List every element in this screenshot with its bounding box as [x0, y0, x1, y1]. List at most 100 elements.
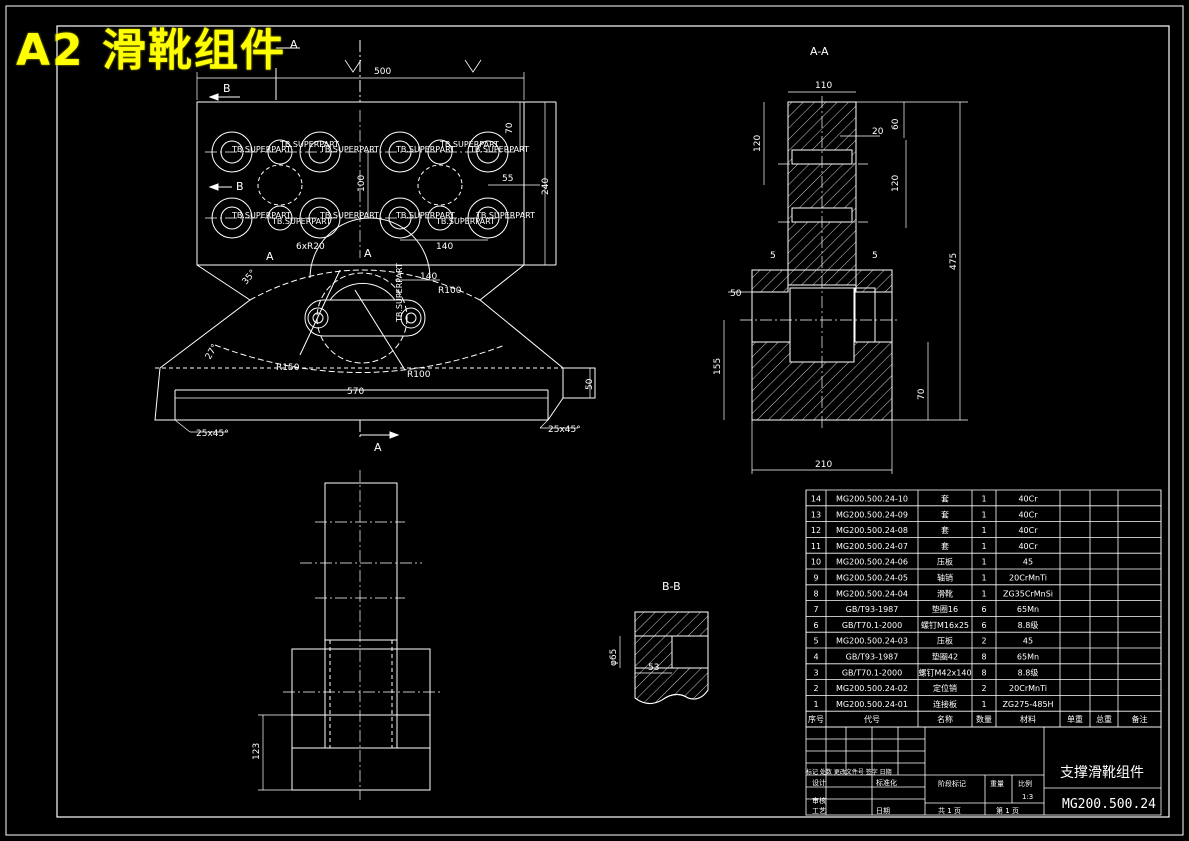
title-block-text: 支撑滑靴组件 MG200.500.24 标记 处数 更改文件号 签字 日期 设计… — [806, 764, 1156, 815]
bom-cell-no: 4 — [813, 653, 818, 662]
section-bb-view — [619, 611, 709, 704]
bom-cell-mat: 65Mn — [1017, 605, 1039, 614]
bom-cell-qty: 2 — [981, 637, 986, 646]
bom-cell-name: 螺钉M16x25 — [921, 620, 969, 630]
bom-cell-mat: 45 — [1023, 558, 1033, 567]
bom-cell-name: 压板 — [937, 557, 953, 567]
bom-cell-code: GB/T70.1-2000 — [842, 668, 902, 677]
dim-aa-475: 475 — [949, 253, 959, 270]
section-aa-dims: A-A 110 20 60 120 120 475 5 5 50 155 70 … — [713, 45, 959, 470]
bom-cell-qty: 8 — [981, 653, 986, 662]
label-a-top: A — [290, 38, 298, 51]
bom-cell-code: MG200.500.24-02 — [836, 684, 908, 693]
bom-cell-name: 滑靴 — [937, 588, 953, 598]
bom-cell-name: 定位销 — [933, 683, 957, 693]
watermark-11: TB.SUPERPART — [435, 217, 495, 226]
bom-cell-mat: 20CrMnTi — [1009, 574, 1047, 583]
bom-cell-name: 套 — [941, 525, 949, 535]
bom-cell-no: 6 — [813, 621, 818, 630]
bom-cell-no: 13 — [811, 510, 821, 519]
dim-aa-120b: 120 — [891, 175, 901, 192]
bom-cell-mat: 8.8级 — [1018, 620, 1039, 630]
bom-cell-qty: 1 — [981, 495, 986, 504]
bom-cell-qty: 6 — [981, 605, 986, 614]
dim-chamfer-left: 25x45° — [196, 429, 229, 439]
watermark-2: TB.SUPERPART — [279, 140, 339, 149]
bom-cell-qty: 1 — [981, 589, 986, 598]
dim-R150: R150 — [276, 363, 300, 373]
dim-aa-60: 60 — [891, 118, 901, 130]
bom-cell-no: 3 — [813, 668, 818, 677]
bom-cell-name: 垫圈16 — [932, 604, 958, 614]
dim-55: 55 — [502, 174, 513, 184]
bom-cell-no: 12 — [811, 526, 821, 535]
dim-aa-5a: 5 — [770, 251, 776, 261]
bom-cell-name: 连接板 — [933, 699, 957, 709]
bom-cell-code: MG200.500.24-10 — [836, 495, 908, 504]
section-aa-view — [723, 91, 968, 474]
watermark-12: TB.SUPERPART — [475, 211, 535, 220]
bom-cell-qty: 6 — [981, 621, 986, 630]
bom-cell-no: 11 — [811, 542, 821, 551]
bom-cell-code: MG200.500.24-01 — [836, 700, 908, 709]
watermark-10: TB.SUPERPART — [395, 211, 455, 220]
dim-100: 100 — [357, 175, 367, 192]
weight-label: 重量 — [990, 780, 1004, 788]
drawing-title: A2 滑靴组件 — [16, 25, 286, 76]
design-label: 设计 — [812, 778, 826, 787]
bom-cell-mat: 40Cr — [1018, 542, 1038, 551]
date-label: 日期 — [876, 807, 890, 815]
bom-cell-qty: 2 — [981, 684, 986, 693]
inner-frame — [56, 25, 1170, 818]
watermarks: TB.SUPERPART TB.SUPERPART TB.SUPERPART T… — [231, 140, 535, 323]
stage-label: 阶段标记 — [938, 779, 966, 788]
bom-header-code: 代号 — [864, 714, 880, 724]
bom-cell-qty: 1 — [981, 510, 986, 519]
drawing-name: 支撑滑靴组件 — [1060, 764, 1144, 781]
bom-cell-no: 5 — [813, 637, 818, 646]
section-bb-dims: B-B φ65 53 — [609, 580, 681, 673]
label-bb: B-B — [662, 580, 681, 593]
bom-cell-no: 7 — [813, 605, 818, 614]
bom-cell-name: 垫圈42 — [932, 652, 958, 662]
bom-cell-mat: 65Mn — [1017, 653, 1039, 662]
watermark-8: TB.SUPERPART — [271, 217, 331, 226]
main-dims: 500 70 240 100 55 140 6xR20 140 R100 R15… — [196, 67, 595, 439]
bom-header-total_w: 总重 — [1096, 714, 1112, 724]
label-a-bottom: A — [374, 441, 382, 454]
bom-header-mat: 材料 — [1020, 714, 1036, 724]
dim-570: 570 — [347, 387, 364, 397]
bom-cell-code: MG200.500.24-04 — [836, 589, 908, 598]
bom-cell-mat: ZG275-485H — [1002, 700, 1053, 709]
bom-header-qty: 数量 — [976, 714, 992, 724]
bom-cell-mat: 40Cr — [1018, 510, 1038, 519]
bom-cell-mat: 20CrMnTi — [1009, 684, 1047, 693]
bom-cell-code: MG200.500.24-03 — [836, 637, 908, 646]
label-a-left: A — [266, 250, 274, 263]
side-view — [258, 470, 440, 800]
dim-50: 50 — [585, 378, 595, 390]
dim-27deg: 27° — [204, 343, 221, 362]
bom-cell-code: MG200.500.24-07 — [836, 542, 908, 551]
dim-500: 500 — [374, 67, 391, 77]
dim-140a: 140 — [436, 242, 453, 252]
label-aa: A-A — [810, 45, 829, 58]
bom-cell-name: 套 — [941, 509, 949, 519]
mark-row: 标记 处数 更改文件号 签字 日期 — [806, 768, 892, 776]
process-label: 工艺 — [812, 807, 826, 815]
bom-cell-name: 压板 — [937, 636, 953, 646]
dim-aa-70: 70 — [917, 388, 927, 400]
dim-aa-50: 50 — [730, 289, 742, 299]
dim-70: 70 — [505, 122, 515, 134]
bom-cell-no: 9 — [813, 574, 818, 583]
sheet-no: 第 1 页 — [996, 806, 1019, 815]
std-label: 标准化 — [876, 778, 897, 787]
bom-cell-qty: 1 — [981, 574, 986, 583]
bom-cell-qty: 8 — [981, 668, 986, 677]
scale-label: 比例 — [1018, 779, 1032, 788]
bom-header-remark: 备注 — [1132, 714, 1148, 724]
bom-cell-mat: 8.8级 — [1018, 667, 1039, 677]
dim-240: 240 — [541, 178, 551, 195]
title-block — [805, 726, 1162, 816]
